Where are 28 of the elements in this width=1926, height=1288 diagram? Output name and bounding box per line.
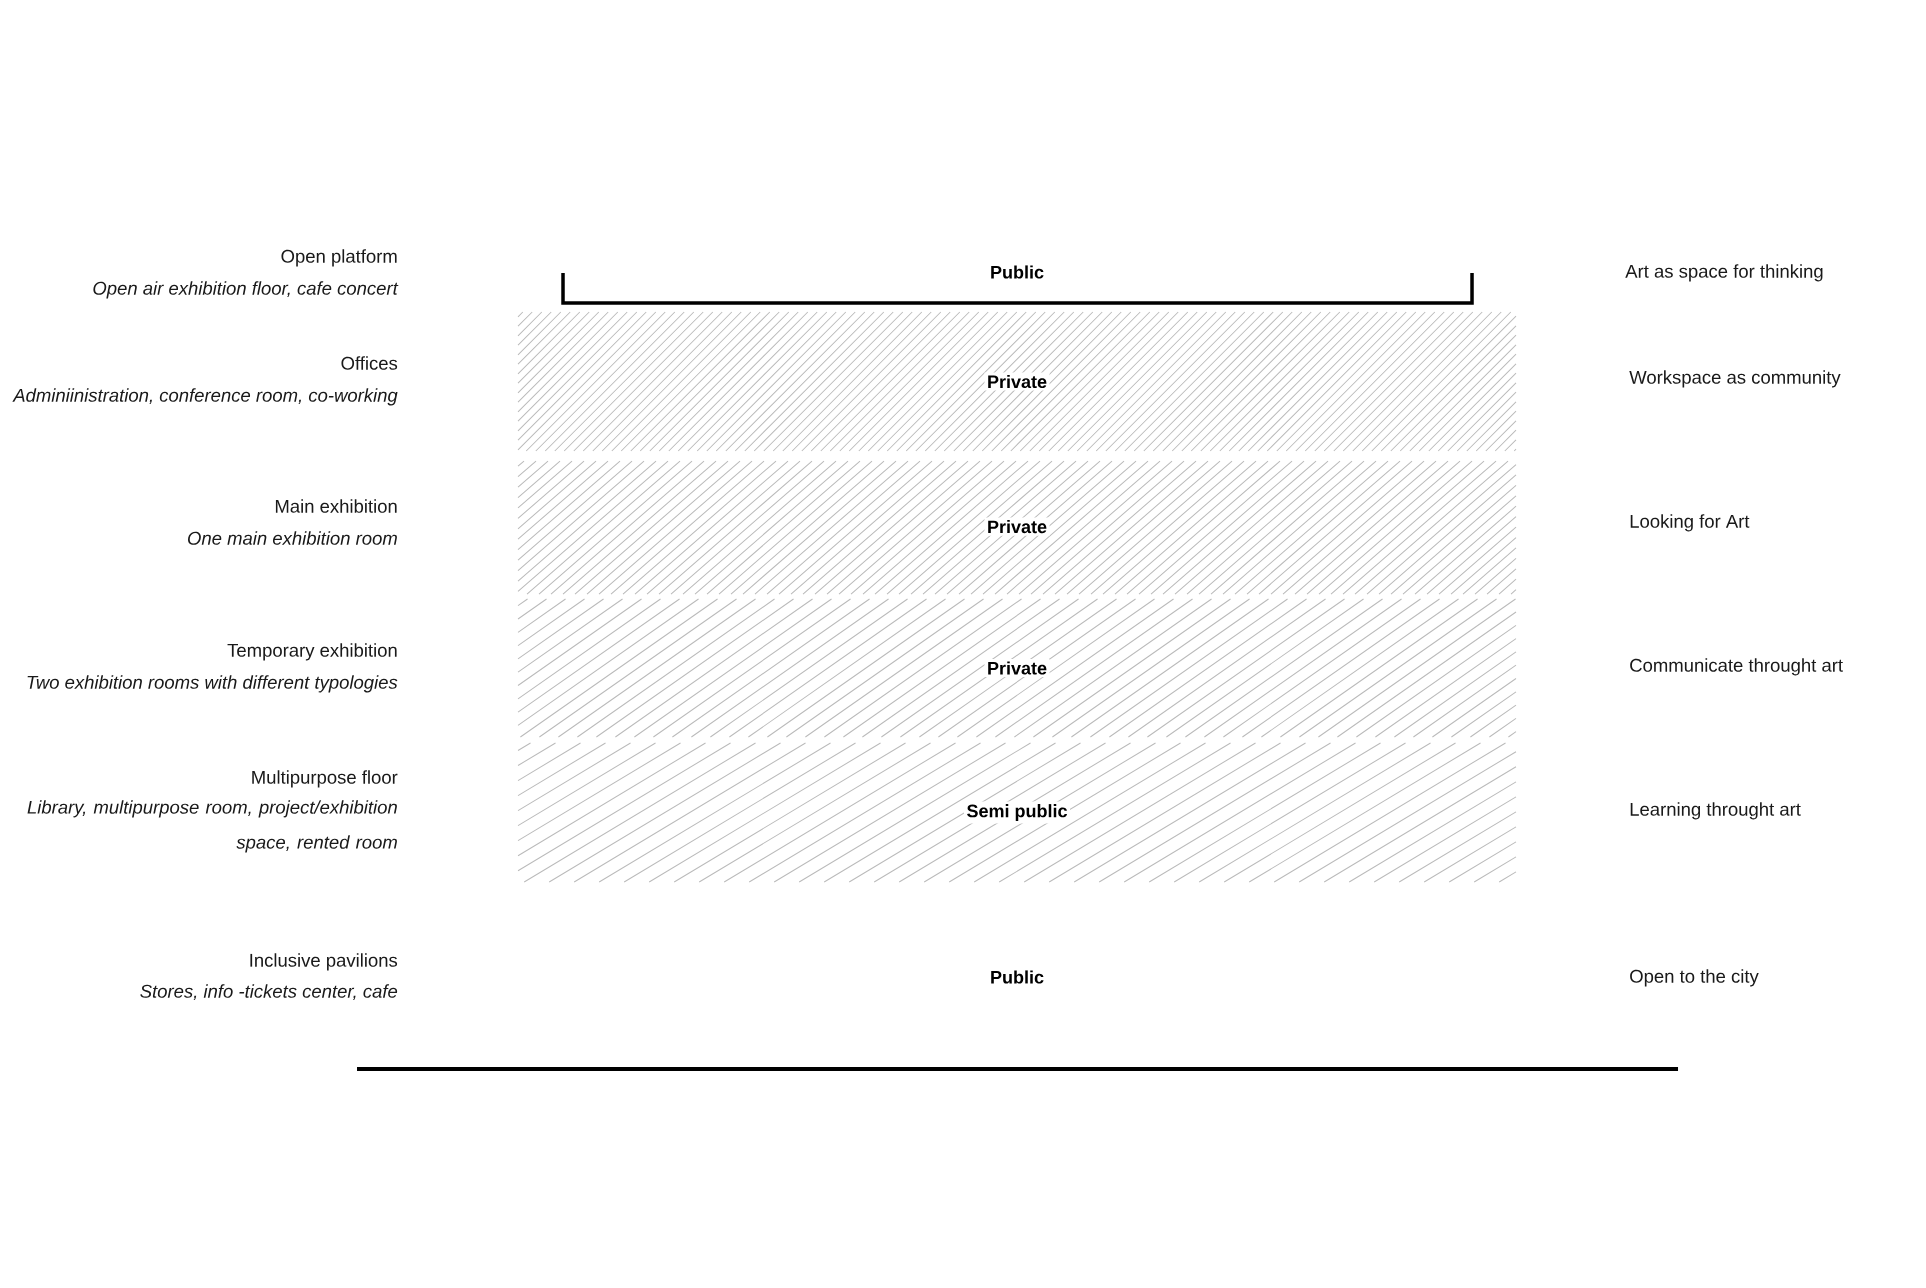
floor-name: Offices	[341, 356, 398, 370]
zone-label: Public	[991, 970, 1044, 984]
floor-description: Library, multipurpose room, project/exhibition space, rented room	[27, 800, 397, 853]
node-label: Private	[988, 374, 1047, 389]
concept-label: Open to the city	[1630, 969, 1759, 987]
floor-description: One main exhibition room	[188, 531, 397, 545]
node-label: Semi public	[967, 804, 1067, 821]
bracket-label: Public	[561, 265, 1474, 305]
floor-name: Open platform	[281, 249, 397, 267]
node-label: Private	[988, 519, 1047, 534]
floor-name: Main exhibition	[275, 499, 397, 513]
floor-description: Two exhibition rooms with different typologies	[27, 675, 398, 693]
floor-name: Temporary exhibition	[227, 643, 397, 661]
floor-name: Multipurpose floor	[252, 770, 398, 788]
hatched-band: Semi public	[517, 742, 1517, 883]
hatched-band: Private	[517, 598, 1517, 738]
concept-label: Communicate throught art	[1630, 658, 1843, 676]
concept-label: Workspace as community	[1629, 370, 1841, 388]
floor-description: Adminiinistration, conference room, co-working	[12, 388, 398, 406]
hatched-band: Private	[517, 460, 1517, 595]
floor-name: Inclusive pavilions	[250, 953, 398, 971]
floor-description: Stores, info -tickets center, cafe	[140, 984, 398, 1000]
concept-label: Looking for Art	[1630, 514, 1750, 532]
concept-label: Art as space for thinking	[1625, 264, 1823, 282]
node-label: Private	[988, 661, 1047, 675]
hatched-band: Private	[517, 311, 1517, 452]
floor-description: Open air exhibition floor, cafe concert	[93, 281, 399, 299]
concept-label: Learning throught art	[1630, 802, 1801, 820]
